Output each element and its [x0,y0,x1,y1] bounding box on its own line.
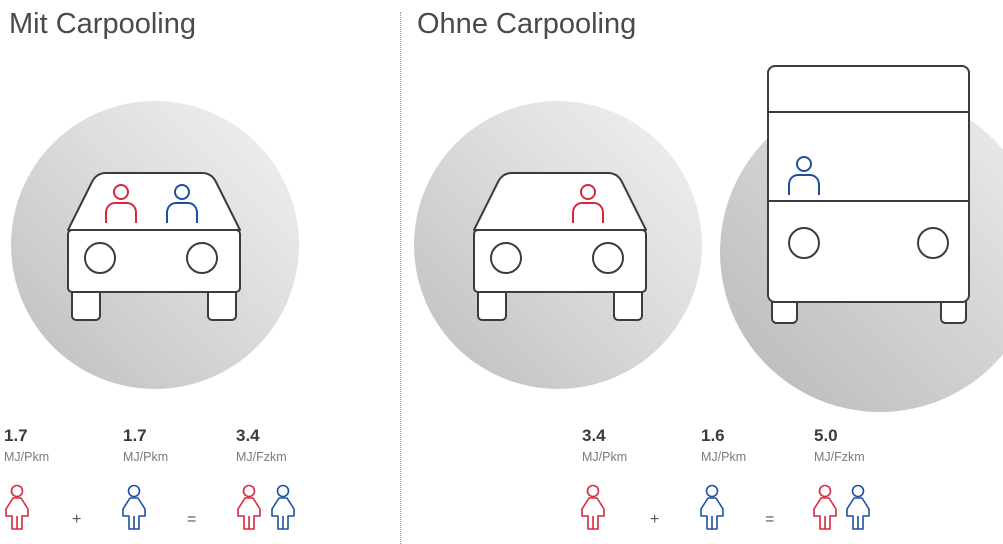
left-stat-1-unit: MJ/Pkm [4,450,50,464]
right-car [473,172,647,321]
left-plus-operator: + [72,511,82,528]
person-blue-icon [271,484,295,530]
left-stat-2-value: 1.7 [123,426,147,445]
left-car [67,172,241,321]
right-stat-2-value: 1.6 [701,426,725,445]
left-stat-2-unit: MJ/Pkm [123,450,169,464]
right-stat-1-unit: MJ/Pkm [582,450,628,464]
person-red-icon [581,484,605,530]
headlight-icon [592,242,624,274]
person-red-icon [5,484,29,530]
title-ohne-carpooling: Ohne Carpooling [417,8,637,40]
right-plus-operator: + [650,511,660,528]
headlight-icon [84,242,116,274]
person-red-icon [237,484,261,530]
left-stat-3-value: 3.4 [236,426,260,445]
headlight-icon [917,227,949,259]
right-stat-3-unit: MJ/Fzkm [814,450,865,464]
headlight-icon [490,242,522,274]
right-stat-2-unit: MJ/Pkm [701,450,747,464]
title-mit-carpooling: Mit Carpooling [9,8,196,40]
person-blue-icon [846,484,870,530]
bus [767,65,970,324]
person-blue-icon [122,484,146,530]
left-stat-3-unit: MJ/Fzkm [236,450,287,464]
right-stat-3-value: 5.0 [814,426,838,445]
headlight-icon [788,227,820,259]
panel-divider [400,12,401,544]
left-equals-operator: = [187,511,197,528]
headlight-icon [186,242,218,274]
person-blue-icon [700,484,724,530]
right-stat-1-value: 3.4 [582,426,606,445]
left-stat-1-value: 1.7 [4,426,28,445]
right-equals-operator: = [765,511,775,528]
person-red-icon [813,484,837,530]
